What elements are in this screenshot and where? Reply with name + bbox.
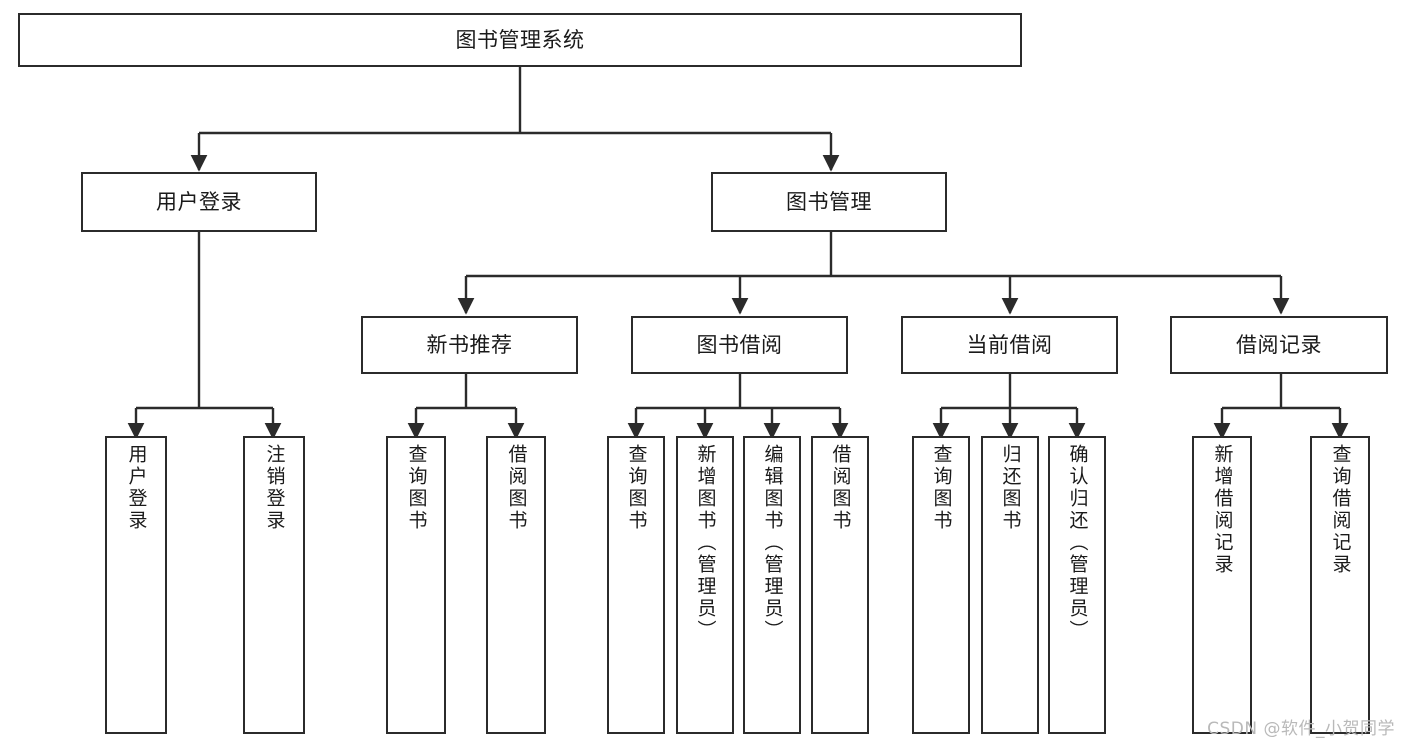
node-label: 查询图书 bbox=[930, 444, 953, 532]
node-leaf-borrow-book[interactable]: 借阅图书 bbox=[811, 436, 869, 734]
node-label: 图书管理系统 bbox=[455, 27, 585, 52]
node-leaf-query-borrow-record[interactable]: 查询借阅记录 bbox=[1310, 436, 1370, 734]
node-leaf-edit-book[interactable]: 编辑图书（管理员） bbox=[743, 436, 801, 734]
node-label: 归还图书 bbox=[999, 444, 1022, 532]
node-current-borrow[interactable]: 当前借阅 bbox=[901, 316, 1118, 374]
node-leaf-return-book[interactable]: 归还图书 bbox=[981, 436, 1039, 734]
node-label: 新增借阅记录 bbox=[1211, 444, 1234, 576]
node-label: 新书推荐 bbox=[426, 332, 513, 357]
node-leaf-query-book-current[interactable]: 查询图书 bbox=[912, 436, 970, 734]
node-label: 当前借阅 bbox=[966, 332, 1053, 357]
node-label: 查询借阅记录 bbox=[1329, 444, 1352, 576]
node-label: 注销登录 bbox=[263, 444, 286, 532]
node-leaf-add-borrow-record[interactable]: 新增借阅记录 bbox=[1192, 436, 1252, 734]
node-user-login[interactable]: 用户登录 bbox=[81, 172, 317, 232]
node-leaf-user-logout[interactable]: 注销登录 bbox=[243, 436, 305, 734]
node-new-book-recommend[interactable]: 新书推荐 bbox=[361, 316, 578, 374]
node-label: 查询图书 bbox=[405, 444, 428, 532]
node-leaf-user-login[interactable]: 用户登录 bbox=[105, 436, 167, 734]
node-label: 图书管理 bbox=[786, 189, 872, 214]
node-leaf-query-book-recommend[interactable]: 查询图书 bbox=[386, 436, 446, 734]
node-label: 新增图书（管理员） bbox=[694, 444, 717, 642]
node-root-system[interactable]: 图书管理系统 bbox=[18, 13, 1022, 67]
node-leaf-borrow-book-recommend[interactable]: 借阅图书 bbox=[486, 436, 546, 734]
node-borrow-record[interactable]: 借阅记录 bbox=[1170, 316, 1388, 374]
node-label: 借阅记录 bbox=[1236, 332, 1322, 357]
node-leaf-query-book-borrow[interactable]: 查询图书 bbox=[607, 436, 665, 734]
node-label: 用户登录 bbox=[125, 444, 148, 532]
node-label: 借阅图书 bbox=[829, 444, 852, 532]
node-label: 图书借阅 bbox=[696, 332, 783, 357]
node-leaf-add-book[interactable]: 新增图书（管理员） bbox=[676, 436, 734, 734]
node-label: 借阅图书 bbox=[505, 444, 528, 532]
watermark-text: CSDN @软件_小贺同学 bbox=[1207, 719, 1395, 739]
node-book-manage[interactable]: 图书管理 bbox=[711, 172, 947, 232]
node-label: 确认归还（管理员） bbox=[1066, 444, 1089, 642]
node-book-borrow[interactable]: 图书借阅 bbox=[631, 316, 848, 374]
node-label: 编辑图书（管理员） bbox=[761, 444, 784, 642]
node-label: 用户登录 bbox=[156, 189, 242, 214]
node-leaf-confirm-return[interactable]: 确认归还（管理员） bbox=[1048, 436, 1106, 734]
node-label: 查询图书 bbox=[625, 444, 648, 532]
